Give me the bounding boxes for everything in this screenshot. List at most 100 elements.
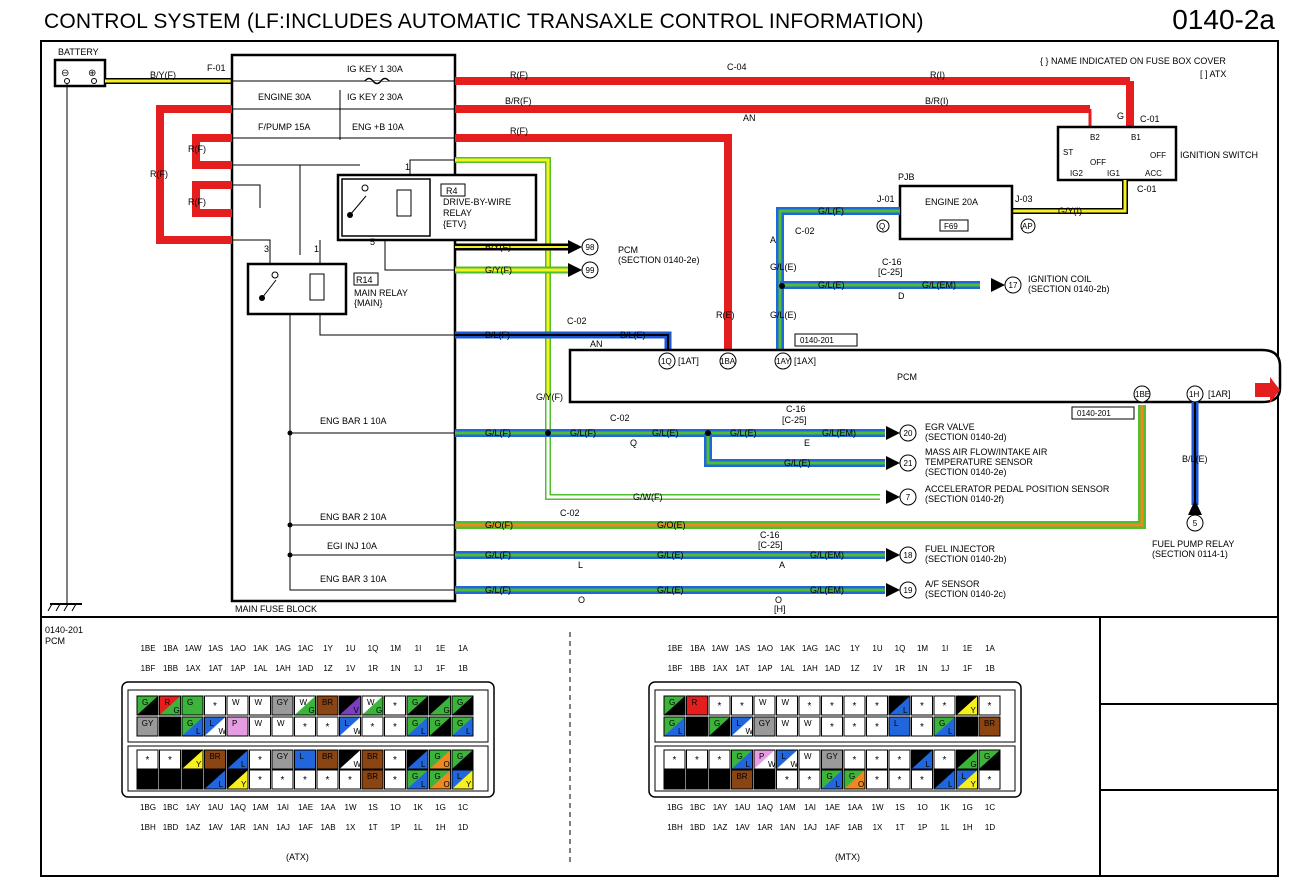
- destination-number: 20: [904, 429, 913, 438]
- pin-label: 1AZ: [186, 823, 201, 832]
- svg-text:P: P: [232, 719, 237, 728]
- svg-text:B: B: [692, 719, 697, 728]
- connector-f01: F-01: [207, 63, 226, 73]
- svg-text:L: L: [926, 760, 931, 769]
- pin-cell: *: [933, 749, 956, 770]
- pin-cell: *: [294, 716, 316, 737]
- pin-label: 1AW: [184, 644, 201, 653]
- pin-label: 1AO: [230, 644, 246, 653]
- pin-label: 1AV: [735, 823, 750, 832]
- pin-label: 1AA: [320, 803, 336, 812]
- pin-cell: GL: [663, 716, 686, 737]
- terminal-1h: 1H: [1189, 390, 1199, 399]
- svg-text:B: B: [993, 760, 998, 769]
- svg-text:B: B: [232, 772, 237, 781]
- pin-cell: *: [843, 749, 866, 770]
- svg-text:B: B: [962, 698, 967, 707]
- pin-cell: B: [708, 769, 731, 790]
- pin-label: 1BF: [141, 664, 156, 673]
- pin-label: 1D: [458, 823, 468, 832]
- pin-cell: BL: [204, 769, 226, 790]
- next-page-arrow-icon[interactable]: [1255, 377, 1280, 403]
- pin-label: 1BB: [690, 664, 705, 673]
- svg-text:GY: GY: [759, 719, 771, 728]
- pin-label: 1AC: [825, 644, 841, 653]
- pin-cell: GY: [271, 749, 294, 770]
- pin-cell: BG: [429, 695, 451, 716]
- svg-text:B: B: [435, 698, 440, 707]
- ignition-switch-label: IGNITION SWITCH: [1180, 150, 1258, 160]
- pin-cell: GO: [429, 769, 451, 790]
- destination-number: 18: [904, 551, 913, 560]
- svg-text:B: B: [466, 760, 471, 769]
- pin-cell: *: [249, 749, 271, 770]
- pin-label: 1T: [895, 823, 904, 832]
- connector-c02-c: C-02: [610, 413, 630, 423]
- pin-cell: BL: [911, 749, 933, 770]
- pin-cell: BL: [226, 749, 249, 770]
- svg-text:L: L: [457, 772, 462, 781]
- pin-cell: *: [911, 716, 933, 737]
- fusebox-note: { } NAME INDICATED ON FUSE BOX COVER: [1040, 56, 1226, 66]
- connector-c25-b: [C-25]: [782, 415, 807, 425]
- pin-label: 1AV: [208, 823, 223, 832]
- destination-text: IGNITION COIL: [1028, 274, 1092, 284]
- wire-label-glem-bar3: G/L(EM): [810, 585, 844, 595]
- wire-label-gle-maf: G/L(E): [784, 458, 811, 468]
- svg-text:*: *: [830, 722, 834, 733]
- svg-text:L: L: [903, 706, 908, 715]
- svg-text:B: B: [939, 772, 944, 781]
- pin-label: 1A: [458, 644, 468, 653]
- pin-cell: P: [226, 716, 249, 737]
- svg-text:G: G: [444, 706, 450, 715]
- svg-text:L: L: [836, 780, 841, 789]
- terminal-1ay: 1AY: [776, 357, 791, 366]
- pin-cell: R: [686, 695, 708, 716]
- pin-label: 1AC: [298, 644, 314, 653]
- pjb-fuse: ENGINE 20A: [925, 197, 978, 207]
- svg-text:*: *: [920, 722, 924, 733]
- svg-text:G: G: [457, 752, 463, 761]
- svg-text:⊖: ⊖: [61, 68, 69, 79]
- pin-cell: *: [978, 769, 1001, 790]
- pin-label: 1Z: [323, 664, 332, 673]
- terminal-1ax: [1AX]: [794, 356, 816, 366]
- svg-text:W: W: [219, 727, 227, 736]
- svg-text:*: *: [146, 755, 150, 766]
- pin-cell: W: [271, 716, 294, 737]
- destination-19[interactable]: 19A/F SENSOR(SECTION 0140-2c): [886, 579, 1006, 599]
- svg-text:*: *: [875, 722, 879, 733]
- wire-label-rf-1: R(F): [188, 144, 206, 154]
- svg-text:P: P: [759, 752, 764, 761]
- svg-text:V: V: [354, 706, 360, 715]
- svg-text:L: L: [737, 719, 742, 728]
- pin-cell: W: [753, 695, 776, 716]
- relay-pin-1: 1: [405, 162, 410, 172]
- pin-label: 1Q: [368, 644, 379, 653]
- pin-cell: WG: [294, 695, 316, 716]
- pjb-j01: J-01: [877, 194, 895, 204]
- connector-c16-a: C-16: [882, 257, 902, 267]
- pin-cell: *: [843, 716, 866, 737]
- fuse-egiinj: EGI INJ 10A: [327, 541, 377, 551]
- destination-99[interactable]: 99: [568, 261, 599, 279]
- pin-label: 1AB: [320, 823, 335, 832]
- svg-text:*: *: [326, 775, 330, 786]
- svg-text:R: R: [692, 698, 698, 707]
- pin-cell: *: [911, 769, 933, 790]
- svg-text:W: W: [768, 760, 776, 769]
- svg-text:B: B: [187, 772, 192, 781]
- svg-text:L: L: [746, 760, 751, 769]
- destination-text: (SECTION 0114-1): [1152, 549, 1228, 559]
- svg-text:*: *: [718, 755, 722, 766]
- svg-text:*: *: [695, 755, 699, 766]
- pin-label: 1BE: [667, 644, 682, 653]
- svg-text:*: *: [168, 755, 172, 766]
